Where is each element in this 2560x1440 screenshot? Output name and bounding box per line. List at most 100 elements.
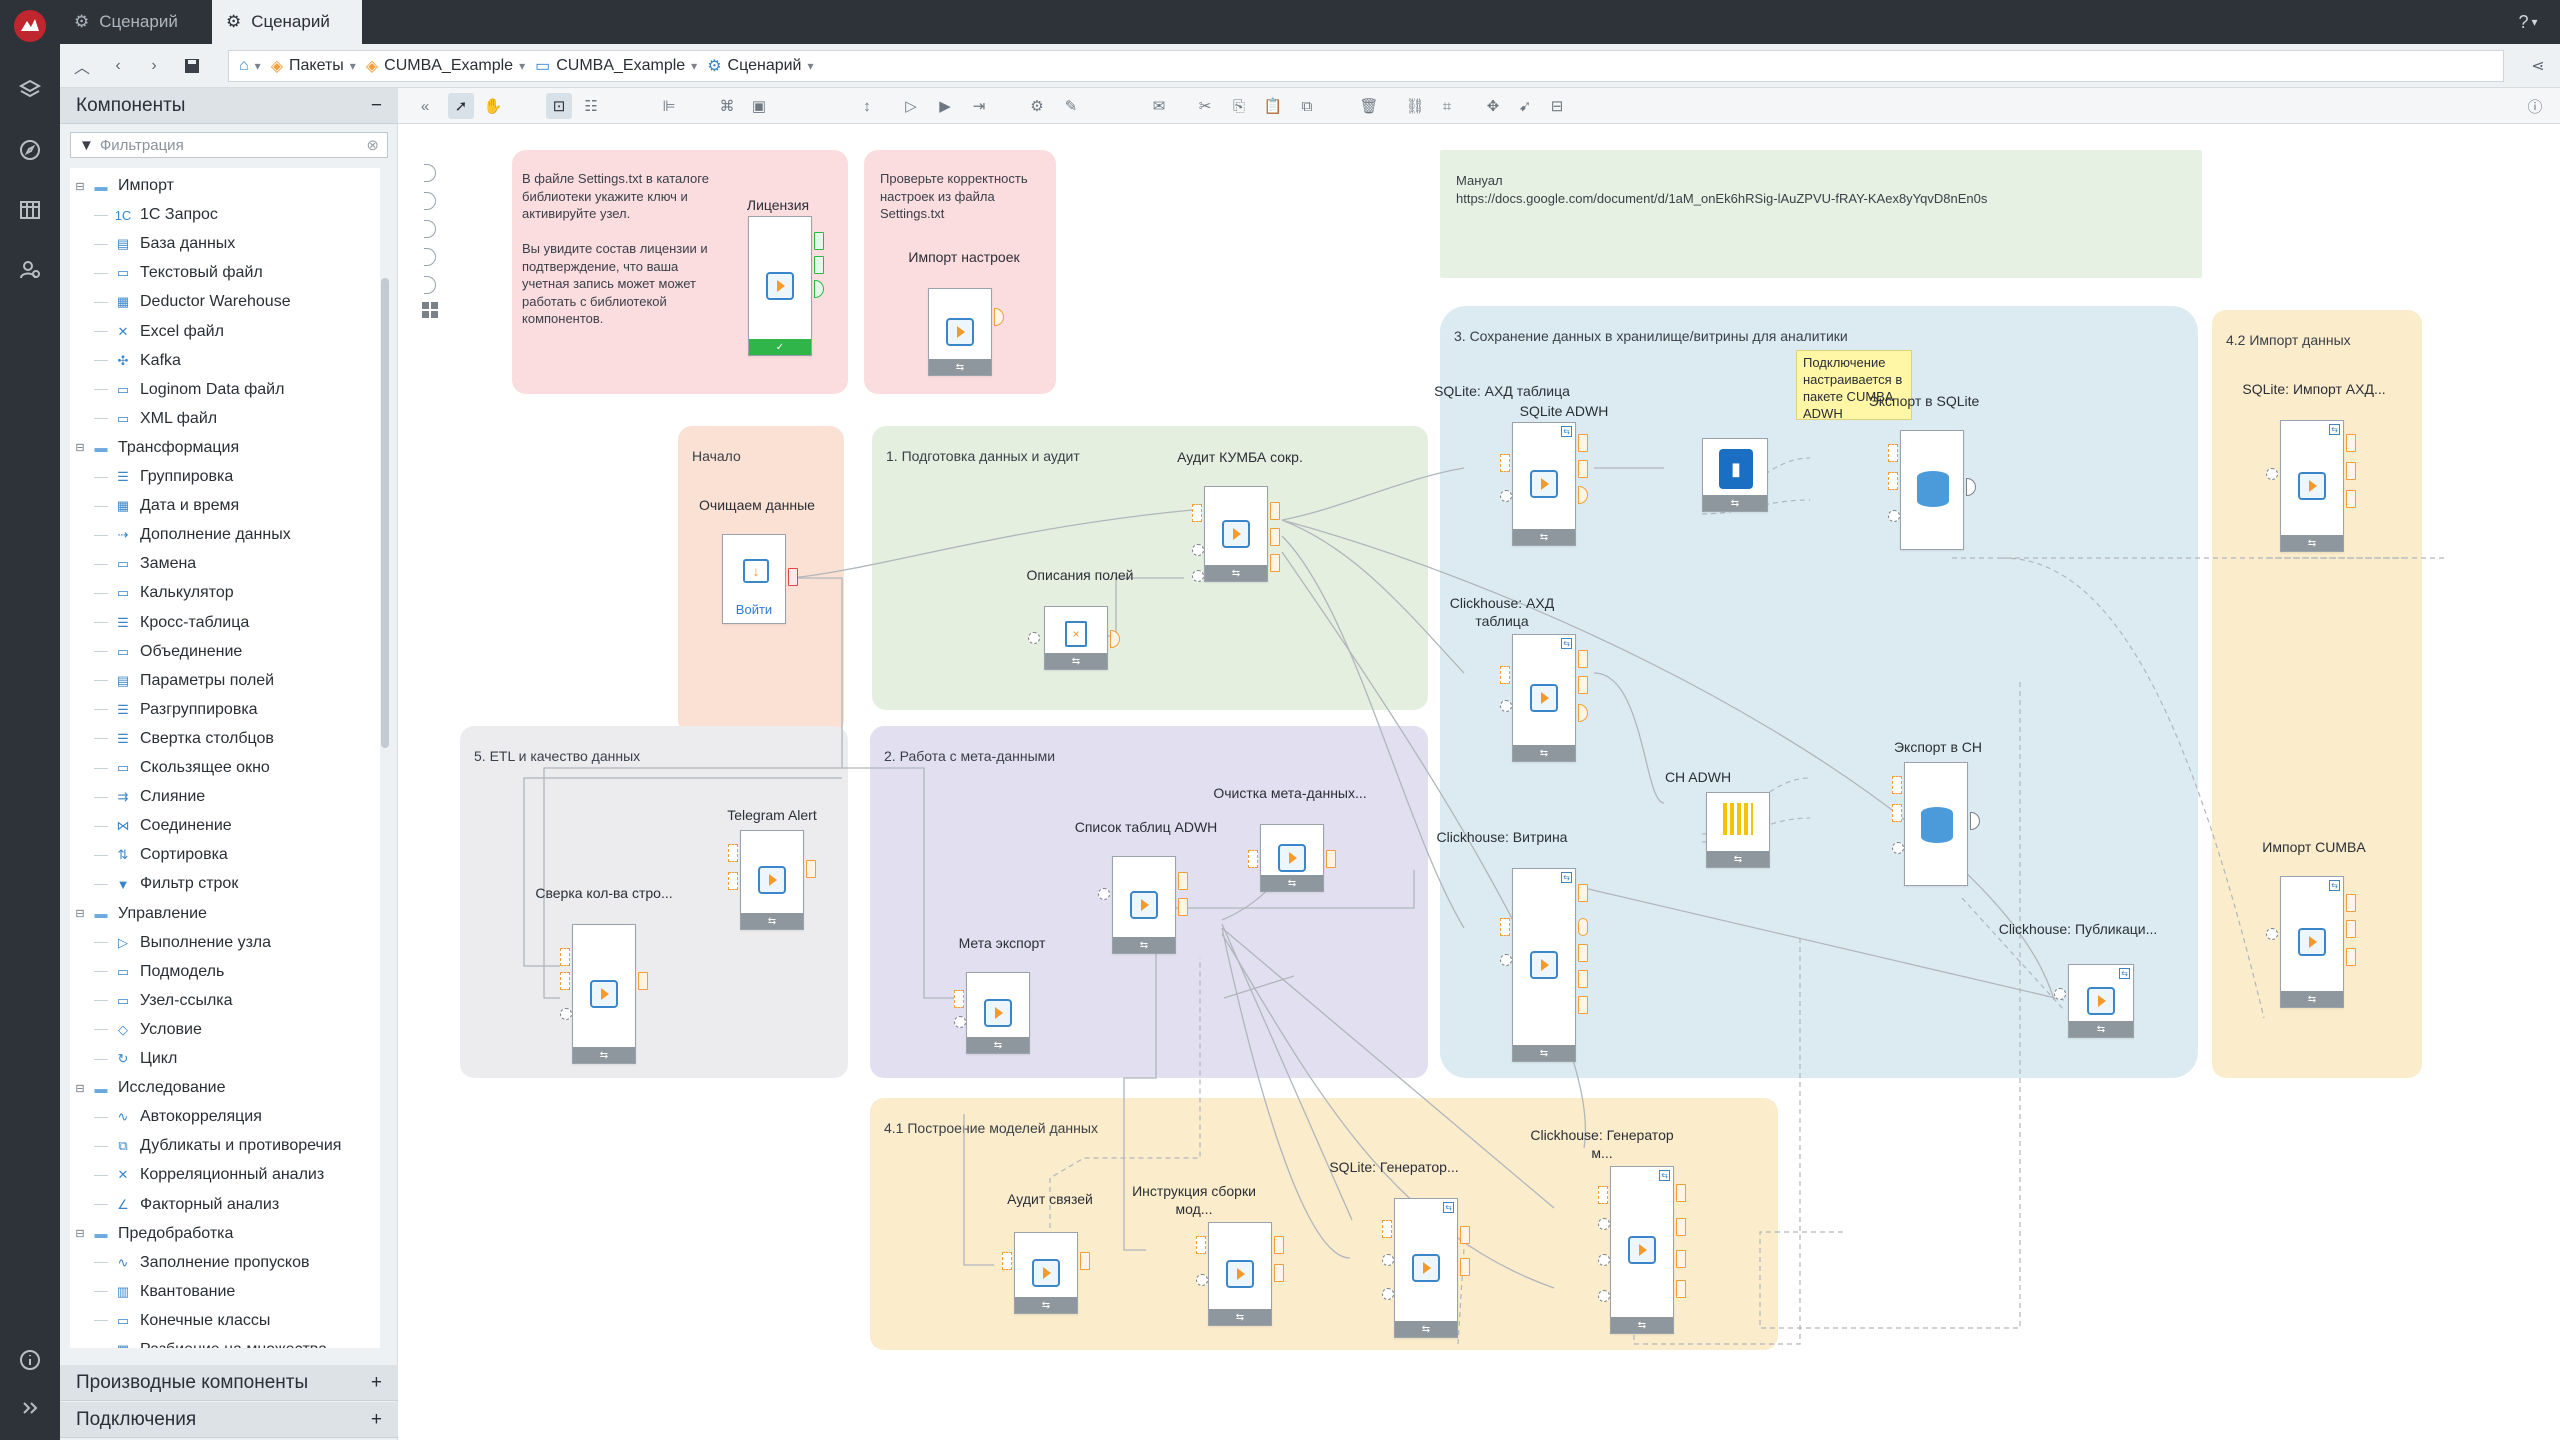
output-port[interactable] [1676,1184,1686,1202]
node-ch-pub[interactable]: ⇆ ⇆ [2068,964,2134,1038]
tree-item[interactable]: ⇢Дополнение данных [94,521,291,549]
input-port[interactable] [1500,918,1510,936]
output-port[interactable] [2346,894,2356,912]
tree-item[interactable]: ▭Калькулятор [94,579,234,607]
expand-icon[interactable] [10,1388,50,1428]
input-port[interactable] [1248,850,1258,868]
tree-item[interactable]: ◇Условие [94,1016,202,1044]
breadcrumb-module[interactable]: ▭CUMBA_Example▾ [535,57,698,75]
tree-item[interactable]: ∿Заполнение пропусков [94,1249,309,1277]
tree-item[interactable]: ▭Подмодель [94,958,224,986]
node-sqlite-adh[interactable]: ⇆ ⇆ [1512,422,1576,546]
tree-item[interactable]: ▦Дата и время [94,492,239,520]
tree-item[interactable]: ▥Квантование [94,1278,235,1306]
node-ch-gen[interactable]: ⇆ ⇆ [1610,1166,1674,1334]
tree-item[interactable]: ⧉Дубликаты и противоречия [94,1132,341,1160]
output-port[interactable] [1578,460,1588,478]
output-port[interactable] [1676,1218,1686,1236]
tree-item[interactable]: ▭Loginom Data файл [94,376,284,404]
scrollbar-thumb[interactable] [381,278,389,748]
input-port[interactable] [1892,804,1902,822]
tree-item[interactable]: ▼Фильтр строк [94,870,238,898]
input-port[interactable] [1888,444,1898,462]
node-clean-data[interactable]: ↓ Войти [722,534,786,624]
run-icon[interactable]: ▷ [905,98,917,115]
duplicate-icon[interactable]: ⧉ [1301,97,1313,115]
control-port[interactable] [1888,510,1900,522]
output-port-error[interactable] [788,568,798,586]
node-instr[interactable]: ⇆ [1208,1222,1272,1326]
info-panel-icon[interactable]: ⓘ [2527,98,2543,116]
tree-item[interactable]: ▭Объединение [94,638,242,666]
info-icon[interactable] [10,1340,50,1380]
collapse-toggle-icon[interactable]: ⊟ [75,908,85,920]
output-port[interactable] [2346,948,2356,966]
components-header[interactable]: Компоненты − [60,88,398,124]
control-port[interactable] [1382,1254,1394,1266]
output-port[interactable] [1578,884,1588,902]
tree-item[interactable]: ☰Группировка [94,463,233,491]
node-ch-adh[interactable]: ⇆ ⇆ [1512,634,1576,762]
node-ch-adwh[interactable]: ⇆ [1706,792,1770,868]
unlink-icon[interactable]: ⌗ [1442,97,1452,115]
input-port[interactable] [954,990,964,1008]
tree-item[interactable]: ✕Корреляционный анализ [94,1161,324,1189]
paste-icon[interactable]: 📋 [1263,98,1283,115]
frame-icon[interactable]: ⊟ [1550,98,1564,115]
control-port[interactable] [1500,954,1512,966]
output-port[interactable] [1676,1280,1686,1298]
settings-icon[interactable]: ⚙ [1030,98,1044,115]
app-logo[interactable] [10,6,50,46]
input-port[interactable] [560,948,570,966]
output-port[interactable] [1080,1252,1090,1270]
save-icon[interactable] [178,52,206,80]
node-sqlite-gen[interactable]: ⇆ ⇆ [1394,1198,1458,1338]
output-port[interactable] [1178,872,1188,890]
node-import-settings[interactable]: ⇆ [928,288,992,376]
input-port[interactable] [728,844,738,862]
output-port[interactable] [1270,554,1280,572]
node-import-cumba[interactable]: ⇆ ⇆ [2280,876,2344,1008]
login-link[interactable]: Войти [735,602,773,617]
output-port[interactable] [806,860,816,878]
collapse-toggle-icon[interactable]: ⊟ [75,442,85,455]
output-port[interactable] [1578,676,1588,694]
prep-group[interactable]: 1. Подготовка данных и аудит [872,426,1428,710]
output-port[interactable] [1578,944,1588,962]
clear-icon[interactable]: ⊗ [366,137,379,154]
jump-icon[interactable]: ➹ [1518,98,1532,115]
tree-item[interactable]: ▭Замена [94,550,196,578]
control-port[interactable] [1500,490,1512,502]
output-port[interactable] [1274,1236,1284,1254]
tree-item[interactable]: ▷Выполнение узла [94,929,271,957]
output-port[interactable] [1578,434,1588,452]
table-icon[interactable] [10,190,50,230]
collapse-toggle-icon[interactable]: ⊟ [75,1228,85,1241]
input-port[interactable] [1500,666,1510,684]
tree-item[interactable]: ☰Разгруппировка [94,696,258,724]
tree-folder[interactable]: ⊟▬Предобработка [72,1220,233,1248]
breadcrumb-scenario[interactable]: ⚙Сценарий▾ [707,57,814,75]
expand-plus-icon[interactable]: + [370,1408,382,1430]
pointer-icon[interactable]: ➚ [448,93,474,119]
breadcrumb-root[interactable]: ⌂▾ [239,57,261,75]
run-all-icon[interactable]: ⇥ [972,98,986,115]
node-export-ch[interactable] [1904,762,1968,886]
tree-item[interactable]: ▭Скользящее окно [94,754,270,782]
filter-input[interactable]: ▼ Фильтрация ⊗ [70,132,388,158]
control-port[interactable] [1028,632,1040,644]
pin-icon[interactable]: ✥ [1486,98,1500,115]
input-port[interactable] [1196,1236,1206,1254]
input-port[interactable] [1192,504,1202,522]
breadcrumb-package[interactable]: ◈CUMBA_Example▾ [365,57,526,75]
output-port[interactable] [1578,996,1588,1014]
tree-item[interactable]: ▭Текстовый файл [94,259,263,287]
control-port[interactable] [1598,1290,1610,1302]
manual-group[interactable] [1440,150,2202,278]
control-port[interactable] [1098,888,1110,900]
help-button[interactable]: ?▾ [2518,11,2538,32]
tree-item[interactable]: ▦Разбиение на множества [94,1336,327,1348]
control-port[interactable] [954,1016,966,1028]
order-icon[interactable]: ↕ [863,97,871,115]
output-port[interactable] [1270,528,1280,546]
